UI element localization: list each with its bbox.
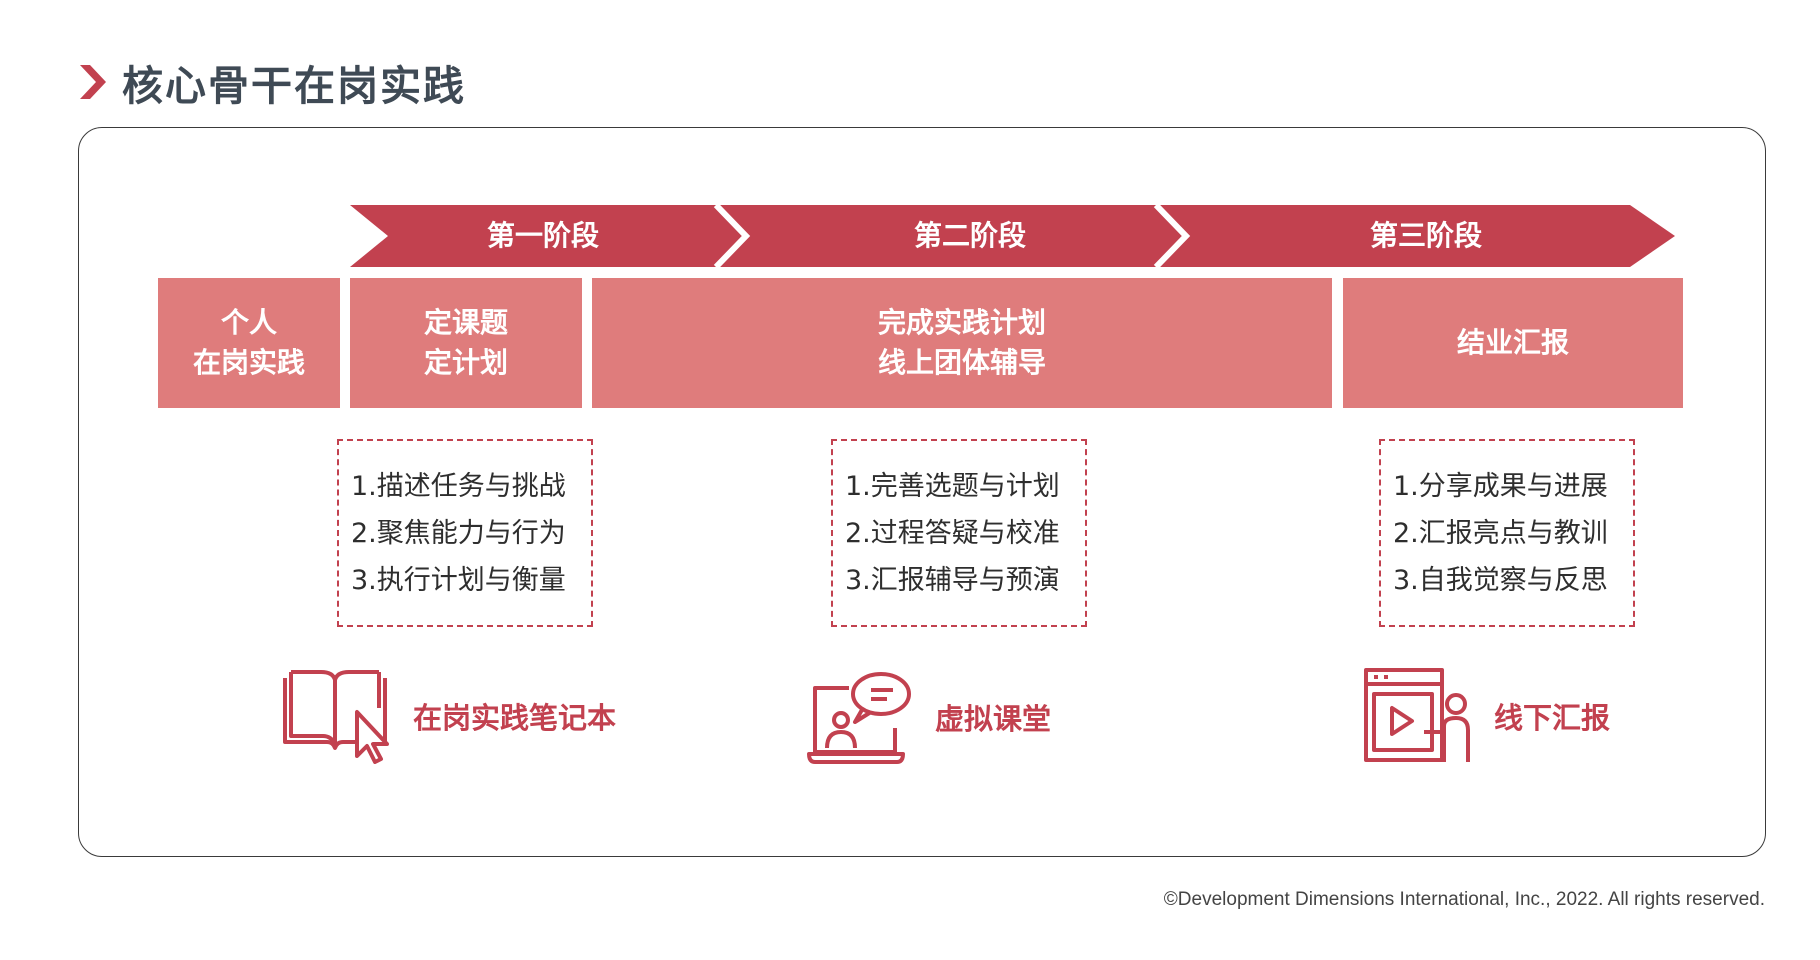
block-topic-plan: 定课题 定计划 [350,278,582,408]
block-line: 定计划 [423,346,508,379]
block-line: 定课题 [423,306,508,339]
chevron-right-icon [80,65,106,99]
block-final-report: 结业汇报 [1343,278,1683,408]
stage-arrow-band [350,205,1675,267]
copyright-text: ©Development Dimensions International, I… [1163,889,1765,910]
notebook-cursor-icon [283,670,389,764]
page-title: 核心骨干在岗实践 [122,62,466,110]
list-item: 1.分享成果与进展 [1393,470,1608,502]
list-item: 3.执行计划与衡量 [351,564,566,596]
stage-label-1: 第一阶段 [486,219,599,252]
block-line: 完成实践计划 [877,306,1046,339]
tool-notebook: 在岗实践笔记本 [283,668,616,764]
block-individual-practice: 个人 在岗实践 [158,278,340,408]
block-line: 结业汇报 [1456,326,1569,359]
stage-arrow-1 [350,205,756,267]
diagram-frame [78,127,1766,857]
list-item: 1.完善选题与计划 [845,470,1060,502]
tool-virtual-classroom: 虚拟课堂 [807,668,1051,766]
block-line: 在岗实践 [192,346,305,379]
stage-label-3: 第三阶段 [1369,219,1482,252]
list-item: 2.汇报亮点与教训 [1393,517,1608,549]
offline-presentation-icon [1364,668,1470,762]
block-practice-coaching: 完成实践计划 线上团体辅导 [592,278,1332,408]
stage-arrow-2 [716,205,1196,267]
tool-label: 在岗实践笔记本 [413,701,617,735]
block-line: 个人 [220,306,277,339]
list-item: 2.过程答疑与校准 [845,517,1060,549]
task-list-stage-1: 1.描述任务与挑战 2.聚焦能力与行为 3.执行计划与衡量 [337,439,593,627]
list-item: 1.描述任务与挑战 [351,470,566,502]
title-row: 核心骨干在岗实践 [80,52,466,112]
task-list-stage-2: 1.完善选题与计划 2.过程答疑与校准 3.汇报辅导与预演 [831,439,1087,627]
tool-label: 线下汇报 [1494,701,1611,735]
virtual-classroom-icon [807,672,911,764]
tool-label: 虚拟课堂 [935,702,1052,736]
block-line: 线上团体辅导 [877,346,1046,379]
task-list-stage-3: 1.分享成果与进展 2.汇报亮点与教训 3.自我觉察与反思 [1379,439,1635,627]
list-item: 2.聚焦能力与行为 [351,517,566,549]
list-item: 3.自我觉察与反思 [1393,564,1608,596]
stage-label-2: 第二阶段 [913,219,1026,252]
tool-offline-report: 线下汇报 [1364,668,1610,764]
list-item: 3.汇报辅导与预演 [845,564,1060,596]
stage-arrow-3 [1156,205,1675,267]
